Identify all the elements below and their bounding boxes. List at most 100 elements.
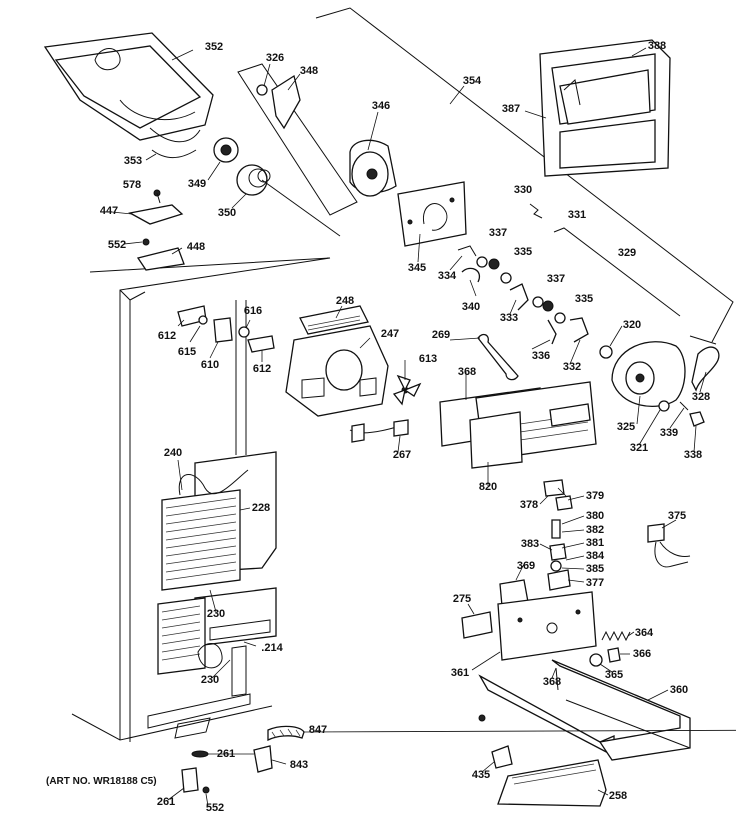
callout-447: 447 — [99, 205, 119, 217]
callout-333: 333 — [499, 312, 519, 324]
bracket-361 — [461, 579, 597, 661]
callout-610: 610 — [200, 359, 220, 371]
callout-247: 247 — [380, 328, 400, 340]
callout-361: 361 — [450, 667, 470, 679]
callout-349: 349 — [187, 178, 207, 190]
callout-321: 321 — [629, 442, 649, 454]
callout-267: 267 — [392, 449, 412, 461]
callout-364: 364 — [634, 627, 654, 639]
control-housing-247-248 — [285, 305, 389, 417]
evaporator-228 — [161, 451, 277, 591]
callout-578: 578 — [122, 179, 142, 191]
callout-230-a: 230 — [206, 608, 226, 620]
callout-339: 339 — [659, 427, 679, 439]
callout-350: 350 — [217, 207, 237, 219]
harness-375 — [647, 523, 691, 568]
callout-345: 345 — [407, 262, 427, 274]
callout-847: 847 — [308, 724, 328, 736]
callout-375: 375 — [667, 510, 687, 522]
callout-269: 269 — [431, 329, 451, 341]
callout-353: 353 — [123, 155, 143, 167]
callout-228: 228 — [251, 502, 271, 514]
callout-388: 388 — [647, 40, 667, 52]
callout-240: 240 — [163, 447, 183, 459]
callout-325: 325 — [616, 421, 636, 433]
callout-368-a: 368 — [457, 366, 477, 378]
motor-assembly-320-325 — [599, 341, 720, 427]
fan-613 — [392, 374, 422, 406]
dispenser-cover-387-388 — [539, 39, 671, 177]
callout-843: 843 — [289, 759, 309, 771]
callout-336: 336 — [531, 350, 551, 362]
callout-382: 382 — [585, 524, 605, 536]
callout-214: .214 — [261, 642, 283, 654]
art-number: (ART NO. WR18188 C5) — [46, 776, 157, 787]
callout-612-b: 612 — [252, 363, 272, 375]
callout-384: 384 — [585, 550, 605, 562]
callout-261-b: 261 — [156, 796, 176, 808]
parts-578-447-552-448 — [128, 189, 185, 271]
callout-613: 613 — [418, 353, 438, 365]
icemaker-368-820 — [439, 333, 597, 469]
callout-360: 360 — [669, 684, 689, 696]
cabinet-outline — [71, 257, 331, 742]
slide-rails-360 — [478, 659, 691, 761]
callout-616: 616 — [243, 305, 263, 317]
callout-332: 332 — [562, 361, 582, 373]
harness-267 — [349, 419, 409, 443]
parts-353-349-350 — [151, 137, 341, 237]
bracket-345 — [397, 181, 467, 247]
callout-328: 328 — [691, 391, 711, 403]
parts-610-616 — [177, 305, 275, 353]
callout-377: 377 — [585, 577, 605, 589]
callout-435: 435 — [471, 769, 491, 781]
callout-380: 380 — [585, 510, 605, 522]
callout-334: 334 — [437, 270, 457, 282]
callout-320: 320 — [622, 319, 642, 331]
callout-385: 385 — [585, 563, 605, 575]
callout-615: 615 — [177, 346, 197, 358]
callout-248: 248 — [335, 295, 355, 307]
callout-820: 820 — [478, 481, 498, 493]
callout-346: 346 — [371, 100, 391, 112]
parts-435-258 — [491, 745, 607, 807]
callout-261-a: 261 — [216, 748, 236, 760]
callout-365: 365 — [604, 669, 624, 681]
dividing-line-354 — [315, 7, 734, 345]
callout-354: 354 — [462, 75, 482, 87]
callout-352: 352 — [204, 41, 224, 53]
callout-448: 448 — [186, 241, 206, 253]
callout-230-b: 230 — [200, 674, 220, 686]
callout-330: 330 — [513, 184, 533, 196]
ice-bucket-352 — [43, 32, 214, 143]
callout-338: 338 — [683, 449, 703, 461]
parts-326-348-346 — [237, 63, 397, 216]
callout-552-bottom: 552 — [205, 802, 225, 814]
callout-340: 340 — [461, 301, 481, 313]
callout-335-a: 335 — [513, 246, 533, 258]
lower-panel-214 — [157, 587, 277, 697]
spring-364 — [601, 630, 631, 642]
leader-lines — [111, 47, 736, 807]
callout-366: 366 — [632, 648, 652, 660]
callout-368-b: 368 — [542, 676, 562, 688]
valve-parts-378-385 — [543, 479, 573, 591]
callout-381: 381 — [585, 537, 605, 549]
callout-612-a: 612 — [157, 330, 177, 342]
mechanism-parts — [457, 203, 681, 345]
callout-335-b: 335 — [574, 293, 594, 305]
callout-552-top: 552 — [107, 239, 127, 251]
callout-378: 378 — [519, 499, 539, 511]
callout-258: 258 — [608, 790, 628, 802]
callout-275: 275 — [452, 593, 472, 605]
callout-379: 379 — [585, 490, 605, 502]
callout-331: 331 — [567, 209, 587, 221]
callout-383: 383 — [520, 538, 540, 550]
callout-329: 329 — [617, 247, 637, 259]
callout-348: 348 — [299, 65, 319, 77]
callout-337-b: 337 — [546, 273, 566, 285]
callout-387: 387 — [501, 103, 521, 115]
callout-337-a: 337 — [488, 227, 508, 239]
